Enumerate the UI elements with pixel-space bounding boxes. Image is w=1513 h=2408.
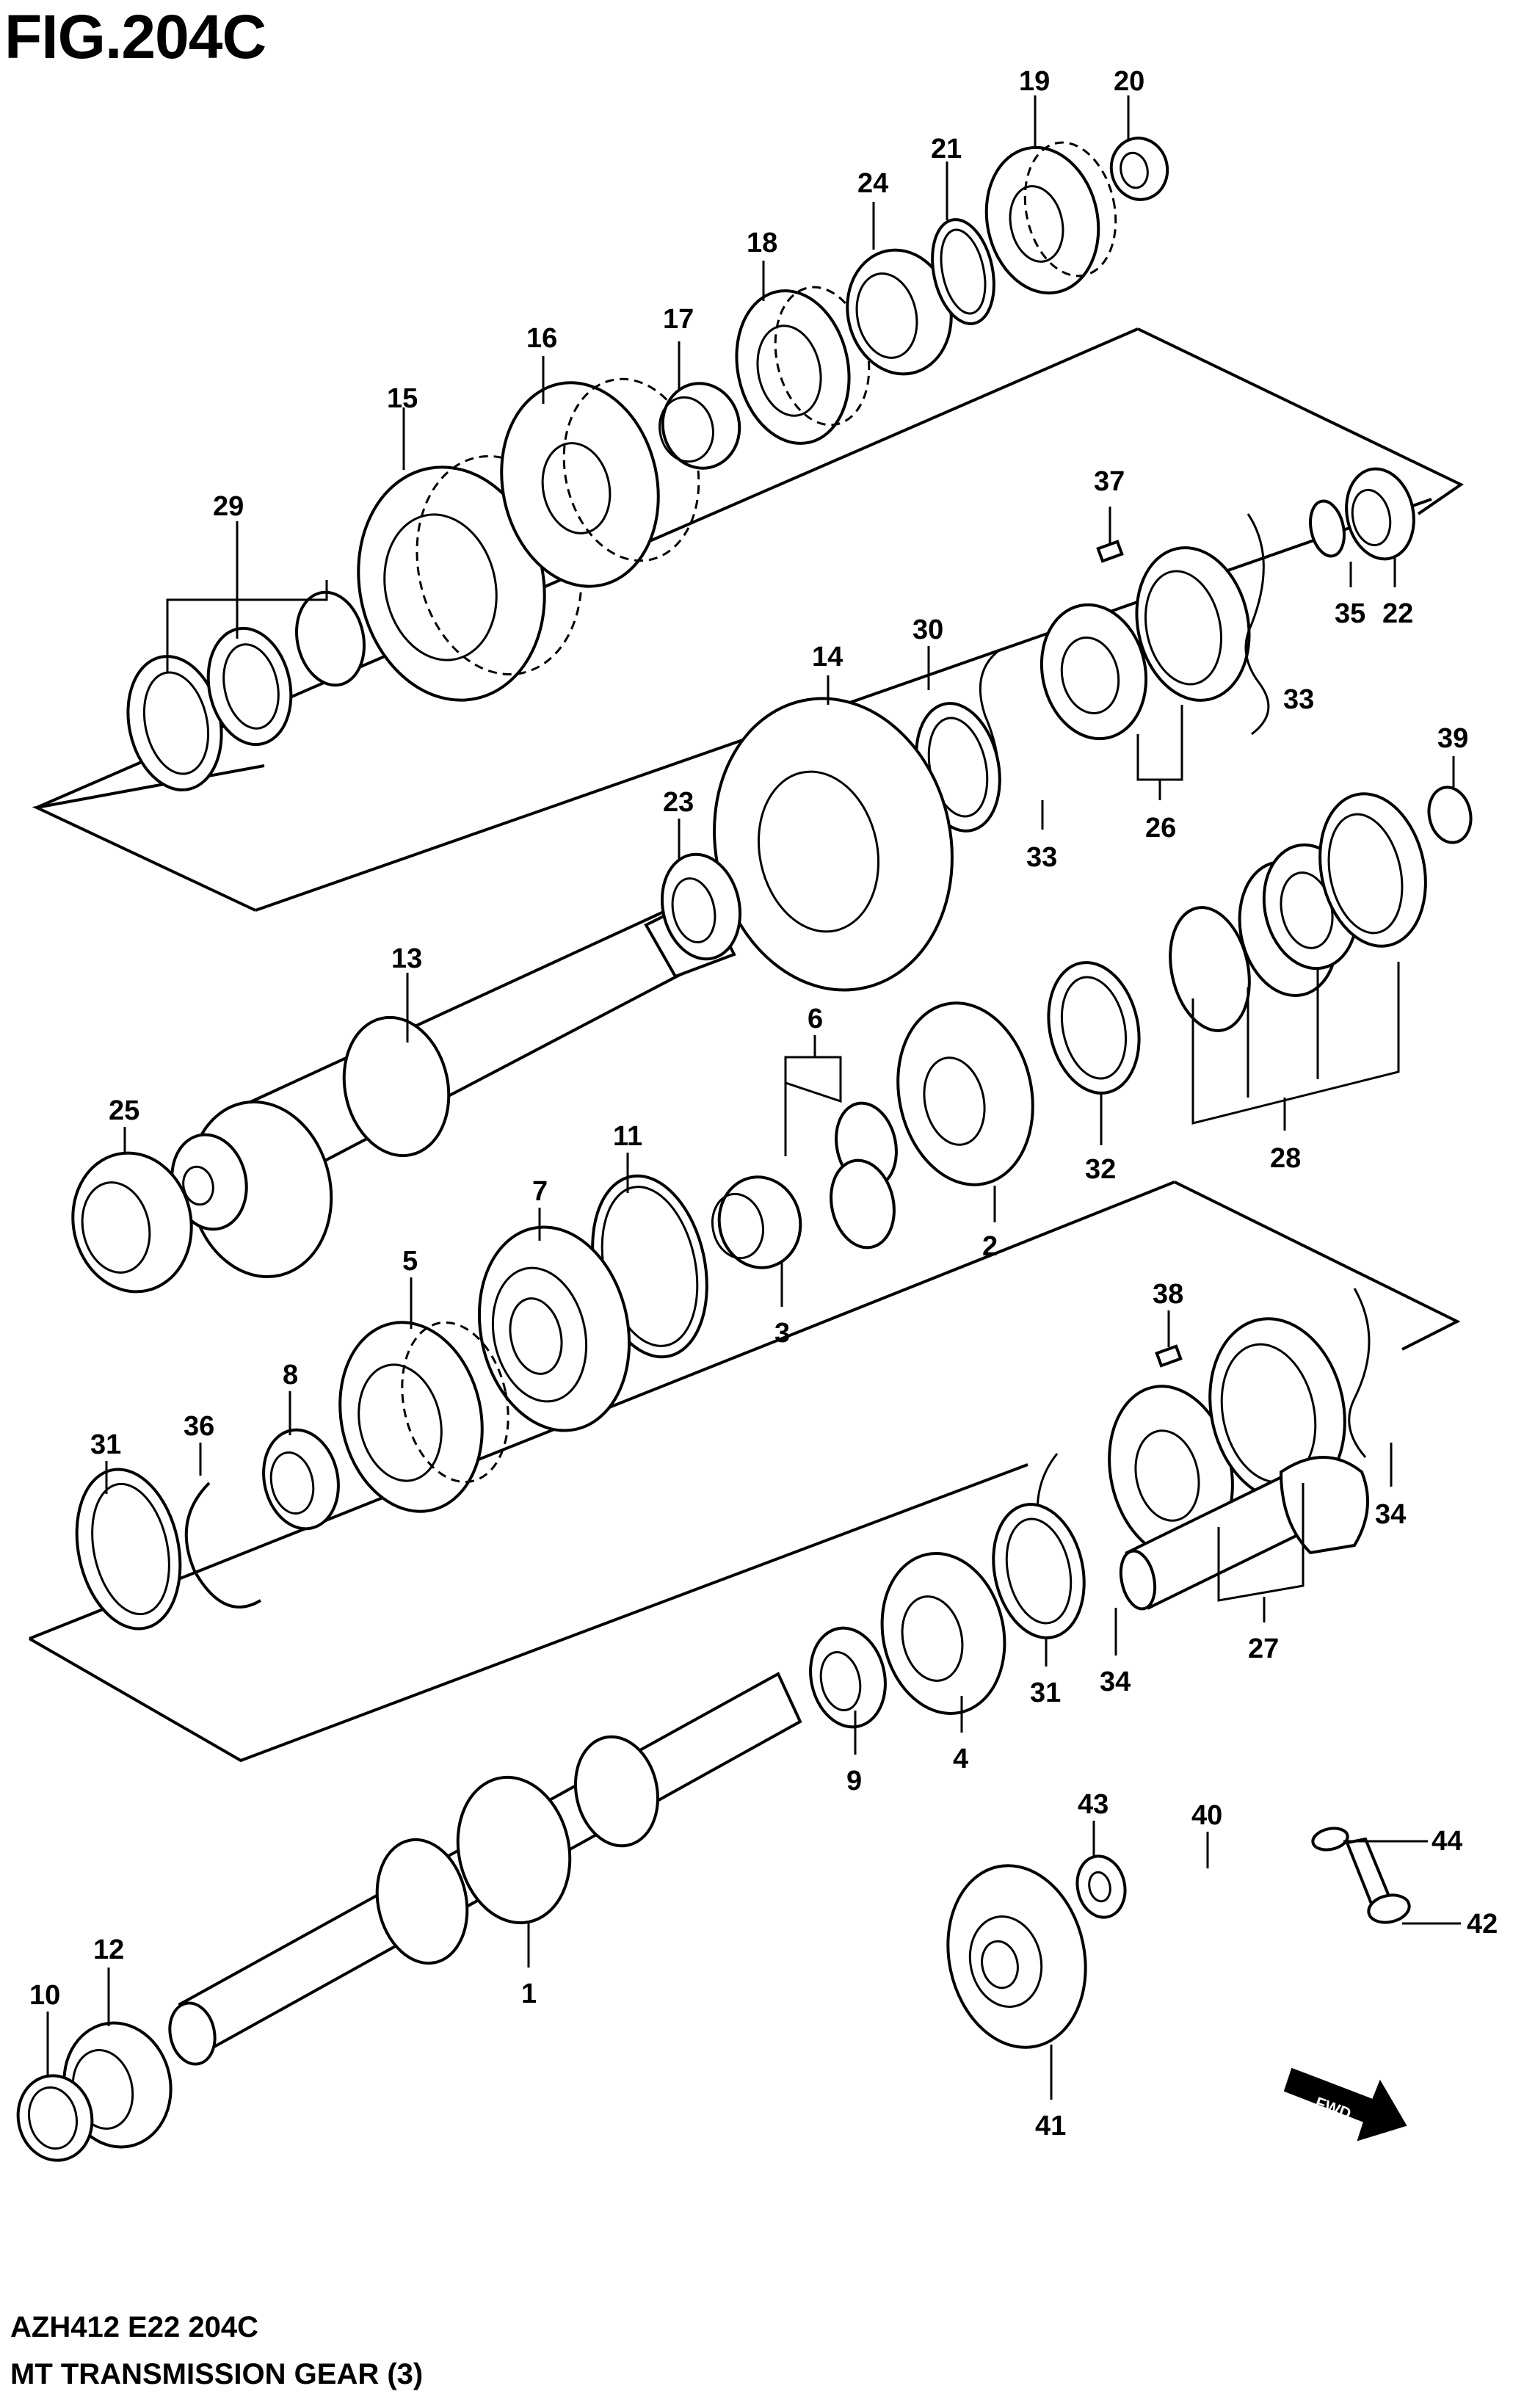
sleeve-hub-28 (1169, 792, 1427, 1032)
snap-ring-36 (184, 1482, 262, 1609)
input-shaft-13 (170, 893, 736, 1279)
callout-23: 23 (663, 787, 694, 818)
callout-34a: 34 (1375, 1499, 1406, 1530)
callout-labels: 29 15 16 17 18 24 21 19 20 37 35 22 33 2… (29, 66, 1498, 2142)
synchronizer-ring-31 (75, 1468, 182, 1631)
bolt-42 (1345, 1837, 1411, 1924)
callout-8: 8 (283, 1360, 298, 1390)
sleeve-hub-26 (1039, 546, 1251, 741)
bushing-17 (658, 382, 741, 470)
callout-3: 3 (774, 1318, 790, 1349)
output-shaft-1 (168, 1672, 802, 2066)
bearing-25 (71, 1151, 193, 1294)
callout-4: 4 (953, 1744, 968, 1774)
callout-25: 25 (109, 1095, 139, 1126)
callout-36: 36 (184, 1411, 214, 1442)
callout-7: 7 (532, 1176, 548, 1207)
bearing-9 (809, 1626, 887, 1729)
callout-18: 18 (747, 228, 777, 258)
callout-9: 9 (846, 1766, 862, 1796)
bearing-22 (1345, 467, 1415, 561)
snap-ring-21 (931, 218, 995, 325)
synchronizer-ring-29 (126, 590, 366, 791)
callout-26: 26 (1145, 813, 1176, 844)
snap-ring-39 (1427, 786, 1473, 844)
upper-group-outline (1137, 327, 1464, 515)
callout-31b: 31 (1030, 1678, 1061, 1708)
callout-44: 44 (1432, 1826, 1462, 1857)
washer-44 (1311, 1827, 1349, 1852)
callout-37: 37 (1094, 466, 1125, 497)
bearing-18 (735, 286, 871, 445)
idler-gear-41 (946, 1864, 1087, 2049)
callout-43: 43 (1078, 1789, 1109, 1820)
figure-title: FIG.204C (4, 2, 266, 71)
callout-30: 30 (912, 614, 943, 645)
washer-43 (1075, 1854, 1127, 1919)
callout-31a: 31 (90, 1429, 121, 1460)
leader-lines (46, 95, 1461, 2100)
snap-ring-35 (1309, 499, 1346, 558)
nut-20 (1109, 137, 1169, 201)
callout-15: 15 (387, 383, 418, 414)
footer-code: AZH412 E22 204C (10, 2311, 258, 2343)
callout-17: 17 (663, 304, 694, 335)
callout-10: 10 (29, 1980, 60, 2011)
bearing-24 (846, 248, 953, 376)
fwd-arrow-icon: FWD (1283, 2067, 1407, 2142)
gear-5 (338, 1321, 509, 1513)
callout-20: 20 (1114, 66, 1144, 97)
seal-10 (16, 2074, 94, 2162)
callout-39: 39 (1437, 723, 1468, 754)
key-37 (1096, 540, 1124, 563)
callout-29: 29 (213, 491, 244, 522)
callout-33b: 33 (1026, 842, 1057, 873)
key-38 (1155, 1344, 1183, 1368)
callout-38: 38 (1153, 1279, 1183, 1310)
footer-name: MT TRANSMISSION GEAR (3) (10, 2358, 424, 2390)
bearing-7 (477, 1225, 631, 1432)
callout-32: 32 (1085, 1154, 1116, 1185)
synchronizer-ring-32 (1047, 961, 1141, 1095)
callout-5: 5 (402, 1246, 418, 1277)
gear-19 (984, 141, 1117, 295)
callout-11: 11 (613, 1121, 642, 1152)
callout-40: 40 (1191, 1800, 1222, 1831)
callout-14: 14 (812, 642, 843, 672)
callout-22: 22 (1382, 598, 1413, 629)
gear-14 (713, 697, 954, 992)
callout-41: 41 (1035, 2111, 1066, 2142)
lower-group-outline-left (29, 1463, 1028, 1763)
callout-2: 2 (982, 1231, 998, 1262)
spring-33a (1244, 513, 1270, 736)
callout-24: 24 (857, 168, 888, 199)
gear-4 (880, 1552, 1006, 1715)
callout-13: 13 (391, 943, 422, 974)
lower-group-outline-right (1174, 1181, 1461, 1351)
callout-35: 35 (1335, 598, 1365, 629)
callout-42: 42 (1467, 1909, 1498, 1940)
callout-16: 16 (526, 323, 557, 354)
callout-21: 21 (931, 134, 962, 164)
callout-27: 27 (1248, 1633, 1279, 1664)
callout-28: 28 (1270, 1143, 1301, 1174)
callout-34b: 34 (1100, 1667, 1131, 1697)
callout-33a: 33 (1283, 684, 1314, 715)
bearing-23 (660, 852, 742, 961)
upper-group-outline-left (32, 764, 265, 912)
bearing-6 (830, 1101, 898, 1250)
callout-12: 12 (93, 1934, 124, 1965)
gear-2 (896, 1001, 1034, 1186)
synchronizer-ring-31b (992, 1503, 1086, 1639)
callout-6: 6 (808, 1004, 823, 1034)
callout-19: 19 (1019, 66, 1050, 97)
spring-34a (1348, 1288, 1371, 1458)
callout-1: 1 (521, 1979, 537, 2009)
bushing-3 (711, 1175, 802, 1269)
